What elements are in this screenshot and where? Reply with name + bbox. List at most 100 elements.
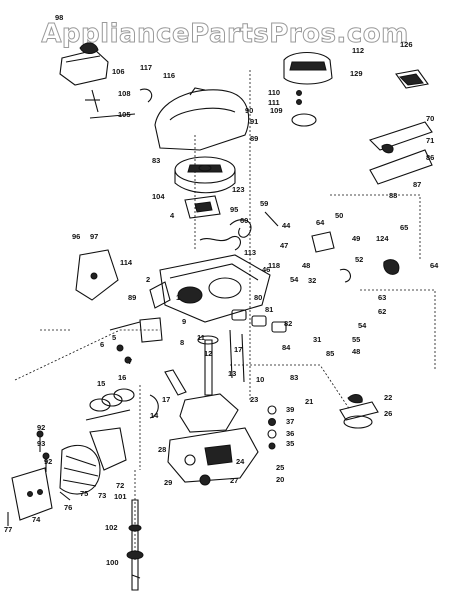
- part-bolts: [7, 430, 71, 526]
- callout-label: 102: [105, 523, 118, 532]
- callout-label: 82: [284, 319, 292, 328]
- callout-label: 24: [236, 457, 245, 466]
- part-control-bracket: [368, 121, 433, 185]
- callout-label: 54: [290, 275, 299, 284]
- callout-label: 26: [384, 409, 392, 418]
- callout-label: 17: [234, 345, 242, 354]
- callout-label: 21: [305, 397, 313, 406]
- callout-label: 73: [98, 491, 106, 500]
- callout-label: 112: [352, 46, 364, 55]
- callout-label: 81: [265, 305, 273, 314]
- part-ignition-coil: [184, 195, 221, 219]
- callout-label: 108: [118, 89, 131, 98]
- callout-label: 88: [389, 191, 397, 200]
- callout-label: 83: [152, 156, 160, 165]
- part-small-hardware: [109, 317, 163, 364]
- callout-label: 126: [400, 40, 413, 49]
- callout-label: 84: [282, 343, 291, 352]
- part-muffler: [59, 427, 127, 495]
- part-primer-bulb: [339, 394, 379, 429]
- callout-label: 8: [180, 338, 184, 347]
- part-air-filter-cover: [59, 42, 109, 86]
- callout-label: 49: [352, 234, 360, 243]
- part-carburetor: [167, 393, 259, 486]
- callout-label: 90: [245, 106, 253, 115]
- callout-label: 80: [254, 293, 262, 302]
- part-decal: [395, 69, 429, 89]
- part-blower-housing: [154, 87, 250, 151]
- callout-label: 44: [282, 221, 291, 230]
- callout-label: 92: [44, 457, 52, 466]
- callout-label: 109: [270, 106, 283, 115]
- callout-label: 35: [286, 439, 294, 448]
- callout-label: 124: [376, 234, 389, 243]
- callout-label: 96: [72, 232, 80, 241]
- callout-label: 50: [335, 211, 343, 220]
- callout-label: 105: [118, 110, 131, 119]
- callout-label: 92: [37, 423, 45, 432]
- part-dipstick-tube: [126, 499, 144, 591]
- part-piston-rings: [85, 388, 159, 421]
- callout-label: 27: [230, 476, 238, 485]
- callout-label: 9: [182, 317, 186, 326]
- callout-label: 64: [316, 218, 325, 227]
- callout-label: 20: [276, 475, 284, 484]
- callout-label: 55: [352, 335, 360, 344]
- callout-label: 15: [97, 379, 105, 388]
- callout-label: 37: [286, 417, 294, 426]
- part-valve-gaskets: [231, 309, 287, 333]
- part-washer-stack: [267, 405, 277, 450]
- callout-label: 46: [262, 265, 270, 274]
- callout-label: 70: [426, 114, 434, 123]
- callout-label: 16: [118, 373, 126, 382]
- callout-label: 65: [400, 223, 408, 232]
- callout-label: 39: [286, 405, 294, 414]
- callout-label: 22: [384, 393, 392, 402]
- callout-label: 48: [302, 261, 310, 270]
- part-left-bracket: [75, 249, 119, 301]
- callout-label: 7: [128, 357, 132, 366]
- callout-label: 48: [352, 347, 360, 356]
- callout-label: 36: [286, 429, 294, 438]
- callout-label: 11: [197, 333, 205, 342]
- callout-label: 52: [355, 255, 363, 264]
- callout-label: 113: [244, 248, 256, 257]
- part-governor-springs: [199, 211, 279, 251]
- callout-label: 95: [230, 205, 238, 214]
- assembly-guide-lines: [14, 70, 436, 560]
- callout-label: 10: [256, 375, 264, 384]
- part-linkage-rods: [85, 88, 153, 119]
- callout-label: 129: [350, 69, 363, 78]
- callout-label: 72: [116, 481, 124, 490]
- part-engine-block: [149, 254, 271, 323]
- callout-label: 54: [358, 321, 367, 330]
- callout-label: 25: [276, 463, 284, 472]
- callout-label: 1: [176, 293, 180, 302]
- callout-label: 13: [228, 369, 236, 378]
- callout-label: 76: [64, 503, 72, 512]
- callout-label: 87: [413, 180, 421, 189]
- callout-label: 47: [280, 241, 288, 250]
- callout-label: 91: [250, 117, 258, 126]
- callout-label: 97: [90, 232, 98, 241]
- part-recoil-starter: [283, 51, 333, 127]
- callout-label: 85: [326, 349, 334, 358]
- part-carburetor-linkage: [311, 231, 400, 283]
- callout-label: 101: [114, 492, 127, 501]
- callout-label: 5: [112, 333, 116, 342]
- callout-label: 6: [100, 340, 104, 349]
- callout-label: 118: [268, 261, 280, 270]
- callout-label: 77: [4, 525, 12, 534]
- callout-label: 114: [120, 258, 133, 267]
- callout-label: 117: [140, 63, 152, 72]
- callout-label: 29: [164, 478, 172, 487]
- callout-label: 86: [426, 153, 434, 162]
- callout-label: 62: [378, 307, 386, 316]
- callout-label: 12: [204, 349, 212, 358]
- callout-label: 100: [106, 558, 119, 567]
- callout-label: 59: [260, 199, 268, 208]
- watermark-text: AppliancePartsPros.com: [41, 19, 408, 49]
- callout-label: 116: [163, 71, 175, 80]
